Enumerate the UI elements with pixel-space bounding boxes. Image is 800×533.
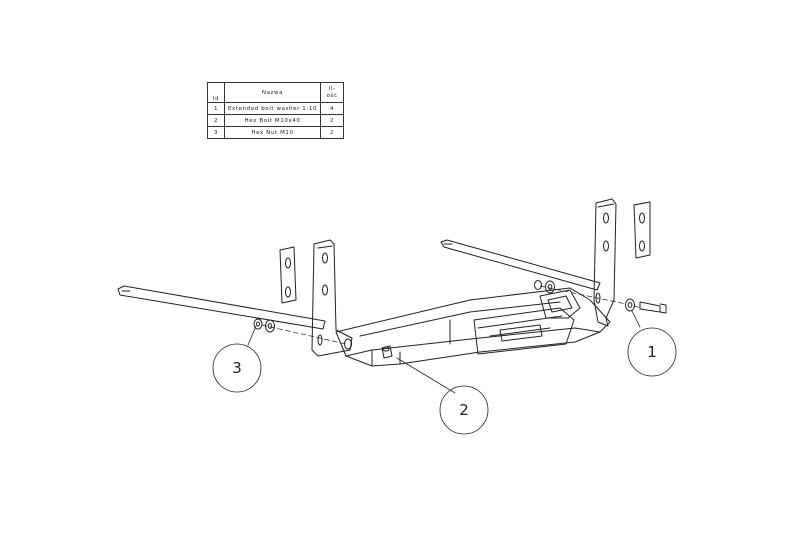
table-header-row: Id Nazwa Il-ość [207, 82, 344, 103]
callout-2: 2 [439, 385, 489, 435]
left-loose-plate [279, 246, 297, 304]
row-qty: 2 [320, 126, 344, 139]
right-bolt-washer [534, 280, 667, 314]
svg-text:2: 2 [459, 401, 469, 419]
left-long-arm [117, 285, 326, 330]
callout-3: 3 [212, 343, 262, 393]
right-loose-plate [633, 201, 651, 259]
callout-1: 1 [627, 327, 677, 377]
row-qty: 2 [320, 114, 344, 127]
table-row: 3 Hex Nut M10 2 [207, 126, 344, 139]
svg-text:3: 3 [232, 359, 242, 377]
row-name: Hex Nut M10 [224, 126, 321, 139]
center-mount [473, 289, 581, 355]
left-vertical-bracket [311, 239, 353, 357]
header-qty: Il-ość [320, 82, 344, 103]
right-long-arm [440, 239, 601, 291]
center-bolt [381, 345, 393, 359]
leader-lines [247, 310, 641, 394]
assembly-lines [261, 285, 643, 345]
right-vertical-bracket [593, 198, 617, 327]
main-crossbeam [335, 287, 611, 367]
svg-text:1: 1 [647, 343, 657, 361]
parts-list-table: Id Nazwa Il-ość 1 Extended bolt washer 1… [207, 82, 344, 139]
